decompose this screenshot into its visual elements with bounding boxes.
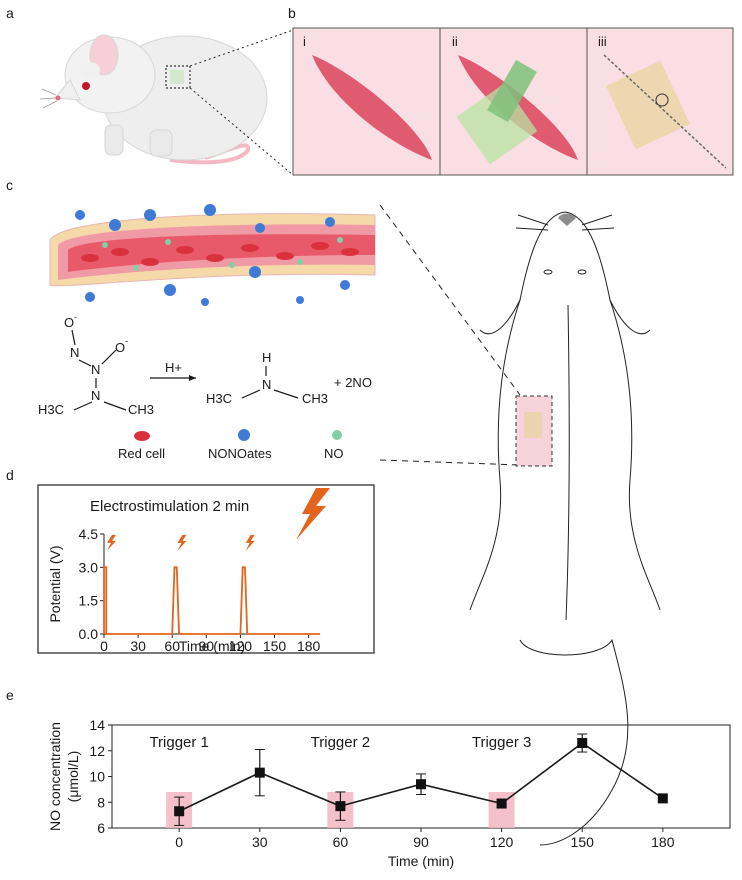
data-point: [335, 801, 346, 812]
data-point: [174, 806, 185, 817]
y-tick-label: 6: [97, 820, 105, 836]
legend-red-cell-icon: [134, 431, 150, 441]
panel-label-e: e: [6, 687, 14, 703]
chem-product-left: H3C: [206, 391, 232, 406]
y-tick-label: 3.0: [79, 559, 99, 575]
sub-label-ii: ii: [452, 34, 458, 49]
panel-label-c: c: [6, 177, 13, 193]
legend-nonoates-icon: [238, 429, 250, 441]
rat-nose: [558, 213, 576, 226]
sub-label-i: i: [303, 34, 306, 49]
x-tick-label: 0: [100, 638, 108, 654]
x-tick-label: 90: [199, 638, 215, 654]
chem-right-group: CH3: [128, 402, 154, 417]
y-axis-label: Potential (V): [47, 545, 63, 622]
y-axis-label-line-2: (μmol/L): [65, 751, 81, 803]
panel-label-d: d: [6, 467, 14, 483]
x-axis-label: Time (min): [388, 853, 454, 869]
y-tick-label: 14: [89, 717, 105, 733]
data-point: [254, 767, 265, 778]
rat-outline: [469, 211, 661, 846]
x-tick-label: 0: [175, 834, 183, 850]
x-tick-label: 60: [164, 638, 180, 654]
y-tick-label: 1.5: [79, 593, 99, 609]
spark-icon: [245, 534, 255, 551]
y-tick-label: 8: [97, 794, 105, 810]
data-point: [657, 793, 668, 804]
y-axis-label-line-1: NO concentration: [47, 722, 63, 831]
x-axis-label: Time (min): [179, 638, 245, 654]
chem-product-right: CH3: [302, 391, 328, 406]
x-tick-label: 30: [130, 638, 146, 654]
spark-icon: [107, 534, 116, 551]
data-point: [416, 779, 426, 790]
x-tick-label: 180: [297, 638, 321, 654]
chem-n1: N: [70, 345, 79, 360]
x-tick-label: 150: [263, 638, 287, 654]
chem-product-h: H: [262, 350, 271, 365]
x-tick-label: 30: [252, 834, 268, 850]
x-tick-label: 150: [571, 834, 595, 850]
trigger-label-3: Trigger 3: [472, 734, 531, 751]
x-tick-label: 120: [229, 638, 253, 654]
lightning-icon: [296, 488, 330, 540]
sub-label-iii: iii: [598, 34, 607, 49]
data-point: [496, 798, 507, 809]
potential-trace: [103, 566, 320, 635]
x-tick-label: 90: [413, 834, 429, 850]
chart-d: 0.0 1.5 3.0 4.5 0 30 60 90 120 150 180 Time (min) Po…: [47, 526, 321, 654]
chem-o-top: O: [64, 315, 74, 330]
chem-left-group: H3C: [38, 402, 64, 417]
chem-product-n: N: [262, 377, 271, 392]
chem-arrow-label: H+: [165, 360, 182, 375]
trigger-label-2: Trigger 2: [311, 734, 370, 751]
legend-no-icon: [332, 430, 342, 440]
chart-d-title: Electrostimulation 2 min: [90, 498, 249, 515]
chart-e: Trigger 1 Trigger 2 Trigger 3 6 8 10 12 14 0 30 60…: [47, 717, 731, 869]
data-point: [577, 738, 588, 749]
rat-illustration: [39, 34, 268, 165]
chem-minus-top: -: [74, 312, 77, 322]
reaction-scheme: O - N O - N N H3C CH3 H+ H N H3C CH3 + 2…: [38, 312, 372, 417]
spark-icon: [177, 534, 187, 551]
chem-product-plus-no: + 2NO: [334, 375, 372, 390]
panel-b: i ii iii: [292, 27, 734, 176]
chem-n3: N: [91, 388, 100, 403]
trigger-label-1: Trigger 1: [149, 734, 208, 751]
legend-nonoates-label: NONOates: [208, 446, 272, 461]
blood-vessel: [49, 204, 376, 306]
y-tick-label: 4.5: [79, 526, 99, 542]
x-tick-label: 60: [333, 834, 349, 850]
panel-label-a: a: [6, 5, 14, 21]
legend-no-label: NO: [324, 446, 344, 461]
y-tick-label: 0.0: [79, 626, 99, 642]
chem-n2: N: [91, 362, 100, 377]
chem-minus-right: -: [125, 336, 128, 346]
y-tick-label: 12: [89, 743, 105, 759]
y-tick-label: 10: [89, 769, 105, 785]
chem-o-right: O: [115, 340, 125, 355]
x-tick-label: 120: [490, 834, 514, 850]
legend-red-cell-label: Red cell: [118, 446, 165, 461]
legend: Red cell NONOates NO: [118, 429, 344, 461]
x-tick-label: 180: [651, 834, 675, 850]
panel-label-b: b: [288, 5, 296, 21]
